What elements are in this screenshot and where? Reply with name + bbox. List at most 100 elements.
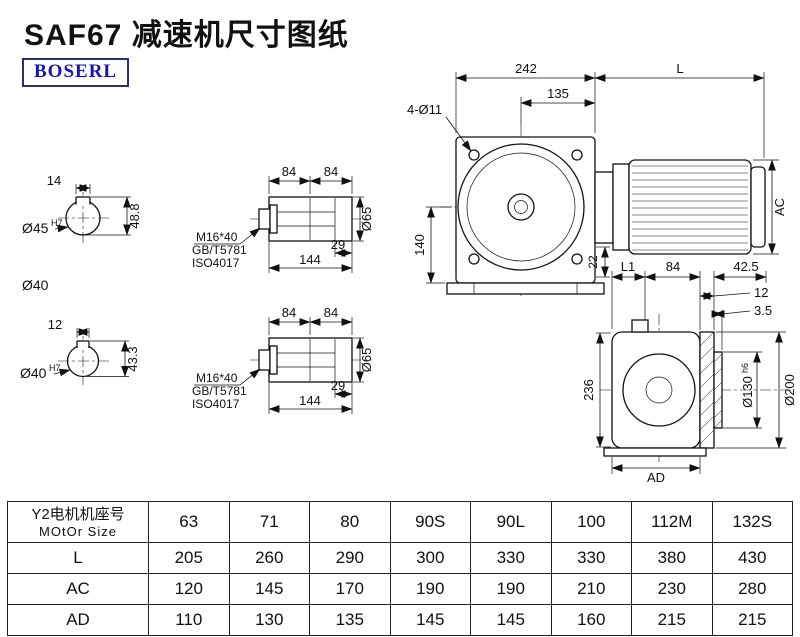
- bolt-spec-1: M16*40: [196, 371, 238, 385]
- dim-84b: 84: [324, 164, 338, 179]
- main-view: 242 L 135 4-Ø11 140 AC 22: [407, 61, 787, 296]
- table-cell: 160: [550, 604, 632, 636]
- dim-42.5: 42.5: [733, 259, 758, 274]
- table-cell: 190: [470, 573, 552, 605]
- hollow-shaft: [268, 196, 353, 242]
- flange-circle: [457, 143, 585, 271]
- dim-84a: 84: [282, 305, 296, 320]
- dim-135: 135: [547, 86, 569, 101]
- table-cell: 170: [309, 573, 391, 605]
- bolt-spec-2: GB/T5781: [192, 384, 247, 398]
- dim-d130: Ø130: [740, 376, 755, 408]
- table-cell: 145: [470, 604, 552, 636]
- dim-22: 22: [586, 255, 600, 269]
- table-cell: 330: [550, 542, 632, 574]
- dim-AC: AC: [772, 198, 787, 216]
- table-cell: 190: [389, 573, 471, 605]
- dim-29: 29: [331, 237, 345, 252]
- bolt-spec-3: ISO4017: [192, 397, 240, 411]
- dim-12: 12: [754, 285, 768, 300]
- mounting-foot: [603, 447, 707, 457]
- bolt-hole: [571, 253, 583, 265]
- table-cell: 120: [148, 573, 230, 605]
- table-cell: 210: [550, 573, 632, 605]
- dim-84b: 84: [324, 305, 338, 320]
- table-cell: 330: [470, 542, 552, 574]
- table-cell: 63: [148, 501, 230, 543]
- motor-size-header-cell: Y2电机机座号 MOtOr Size: [7, 501, 149, 543]
- dim-84a: 84: [282, 164, 296, 179]
- dim-43.3: 43.3: [125, 346, 140, 371]
- table-cell: 145: [228, 573, 310, 605]
- motor-size-table: Y2电机机座号 MOtOr Size 63 71 80 90S 90L 100 …: [7, 501, 793, 636]
- dim-d65: Ø65: [359, 207, 374, 232]
- bolt-hole: [571, 149, 583, 161]
- row-label: L: [7, 542, 149, 574]
- table-row-L: L 205 260 290 300 330 330 380 430: [7, 542, 793, 574]
- dim-keyway-14: 14: [47, 173, 61, 188]
- dim-keyway-12: 12: [48, 317, 62, 332]
- mounting-base: [446, 282, 605, 295]
- table-cell: 280: [711, 573, 793, 605]
- dim-29: 29: [331, 378, 345, 393]
- table-cell: 135: [309, 604, 391, 636]
- dim-236: 236: [581, 379, 596, 401]
- table-cell: 260: [228, 542, 310, 574]
- motor-flange: [612, 163, 630, 251]
- dim-144: 144: [299, 393, 321, 408]
- dim-L1: L1: [621, 259, 635, 274]
- bore-fit-45: H7: [51, 218, 63, 228]
- spigot-hatch: [713, 353, 723, 429]
- table-cell: 112M: [631, 501, 713, 543]
- dim-144: 144: [299, 252, 321, 267]
- table-header-row: Y2电机机座号 MOtOr Size 63 71 80 90S 90L 100 …: [7, 501, 793, 543]
- bolt-spec-2: GB/T5781: [192, 243, 247, 257]
- table-cell: 100: [550, 501, 632, 543]
- retaining-bolt: [258, 349, 271, 371]
- bolt-hole: [468, 149, 480, 161]
- shaft-detail-bottom: 84 84 29 144 Ø65 M16*40 GB/T5781 ISO4017: [192, 305, 374, 414]
- dim-AD: AD: [647, 470, 665, 485]
- motor-fins: [632, 165, 748, 251]
- table-cell: 230: [631, 573, 713, 605]
- motor-adapter: [594, 171, 614, 244]
- table-cell: 90S: [389, 501, 471, 543]
- dim-3.5: 3.5: [754, 303, 772, 318]
- table-cell: 205: [148, 542, 230, 574]
- dim-140: 140: [412, 234, 427, 256]
- table-row-AD: AD 110 130 135 145 145 160 215 215: [7, 604, 793, 636]
- bore-label-45: Ø45: [22, 220, 49, 236]
- shaft-section-top: 14 Ø45 H7 48.8: [22, 173, 142, 243]
- table-cell: 300: [389, 542, 471, 574]
- motor-body: [628, 159, 752, 255]
- bolt-callout: 4-Ø11: [407, 102, 442, 117]
- flange-hatch: [699, 331, 715, 445]
- motor-size-header-en: MOtOr Size: [39, 523, 117, 539]
- dim-48.8: 48.8: [127, 203, 142, 228]
- table-cell: 90L: [470, 501, 552, 543]
- table-cell: 80: [309, 501, 391, 543]
- dim-242: 242: [515, 61, 537, 76]
- page-title: SAF67 减速机尺寸图纸: [24, 19, 349, 52]
- dim-d130-fit: h6: [740, 363, 750, 373]
- table-cell: 130: [228, 604, 310, 636]
- technical-drawing: 242 L 135 4-Ø11 140 AC 22 14 Ø45 H7: [20, 61, 797, 485]
- housing-boss: [622, 353, 696, 427]
- washer: [269, 345, 278, 375]
- motor-size-header-cn: Y2电机机座号: [31, 505, 125, 523]
- row-label: AD: [7, 604, 149, 636]
- vent-plug: [631, 319, 649, 333]
- table-cell: 132S: [711, 501, 793, 543]
- dim-L: L: [676, 61, 683, 76]
- bolt-spec-1: M16*40: [196, 230, 238, 244]
- brand-logo: BOSERL: [22, 58, 130, 87]
- bore-fit-40: H7: [49, 363, 61, 373]
- table-cell: 145: [389, 604, 471, 636]
- bolt-hole: [468, 253, 480, 265]
- dim-d65: Ø65: [359, 348, 374, 373]
- table-cell: 290: [309, 542, 391, 574]
- table-row-AC: AC 120 145 170 190 190 210 230 280: [7, 573, 793, 605]
- shaft-label-40: Ø40: [22, 277, 49, 293]
- housing-side: [611, 331, 701, 449]
- bore-label-40: Ø40: [20, 365, 47, 381]
